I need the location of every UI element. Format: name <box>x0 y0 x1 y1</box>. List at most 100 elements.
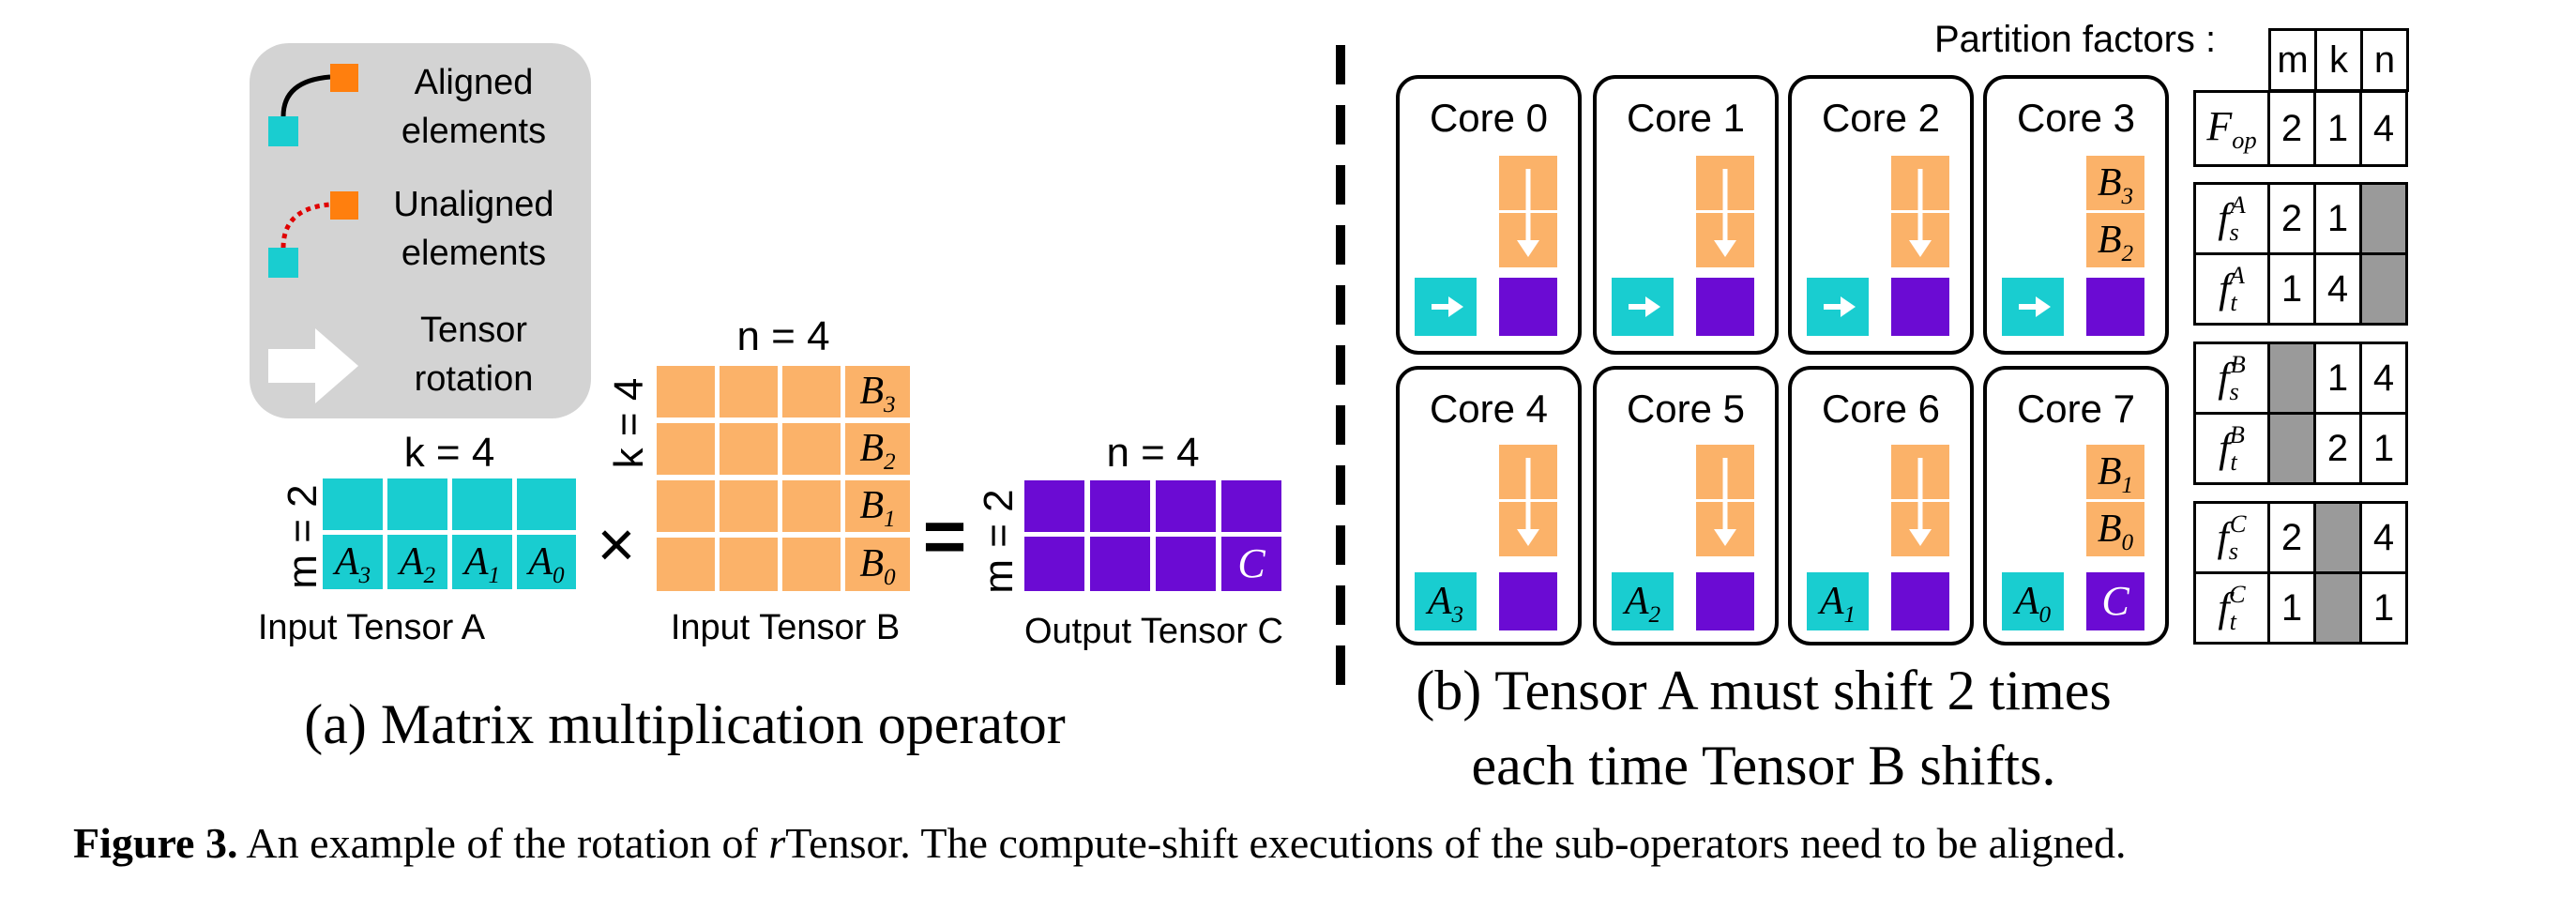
tensor-b-k-label: k = 4 <box>606 377 652 469</box>
fsb-k: 1 <box>2313 342 2362 415</box>
caption-input-tensor-a: Input Tensor A <box>257 608 486 647</box>
tensor-c-n-label: n = 4 <box>1106 430 1200 476</box>
shift-right-arrow-icon <box>1824 296 1856 317</box>
core-title: Core 2 <box>1821 96 1941 140</box>
c-slot <box>1499 278 1557 336</box>
tensor-b-cell <box>657 480 715 532</box>
tensor-c-cell <box>1221 480 1281 532</box>
divider-dash <box>1336 465 1345 505</box>
fop-label: Fop <box>2193 90 2270 167</box>
tensor-a-cell <box>517 478 576 530</box>
panel-a-title: (a) Matrix multiplication operator <box>304 693 1066 755</box>
c-slot <box>1891 572 1949 630</box>
shift-down-arrow-icon <box>1909 169 1932 257</box>
tensor-b-cell-b0: B0 <box>845 538 910 591</box>
legend-rotation-text: Tensor rotation <box>366 306 582 403</box>
tensor-c-cell <box>1024 537 1084 591</box>
legend-aligned-text: Aligned elements <box>366 58 582 156</box>
partition-header-table: m k n <box>2268 28 2409 92</box>
divider-dash <box>1336 105 1345 144</box>
tensor-b-cell <box>782 538 841 591</box>
ftb-label: ftB <box>2193 412 2270 485</box>
fsb-label: fsB <box>2193 342 2270 415</box>
legend-aligned-line1: Aligned <box>414 63 534 102</box>
ftb-k: 2 <box>2313 412 2362 485</box>
shift-right-arrow-icon <box>1629 296 1660 317</box>
figure-caption-label: Figure 3. <box>73 819 238 867</box>
core-6: Core 6 A1 <box>1788 366 1974 645</box>
shift-right-arrow-icon <box>1432 296 1463 317</box>
tensor-c-cell <box>1024 480 1084 532</box>
tensor-b-cell <box>720 538 778 591</box>
tensor-b-grid: B3 B2 B1 B0 <box>657 366 910 591</box>
legend-rotation-line1: Tensor <box>419 311 528 350</box>
fsa-m: 2 <box>2267 182 2316 255</box>
header-k: k <box>2314 28 2363 92</box>
fop-m: 2 <box>2267 90 2316 167</box>
aligned-connector-icon <box>280 74 331 117</box>
tensor-c-grid: C <box>1024 480 1281 591</box>
tensor-a-cell-a3: A3 <box>323 535 383 589</box>
ftc-label: ftC <box>2193 571 2270 645</box>
core7-b0: B0 <box>2086 502 2144 556</box>
core-7: Core 7 B1 B0 A0 C <box>1983 366 2169 645</box>
core-2: Core 2 <box>1788 75 1974 355</box>
core3-b2: B2 <box>2086 213 2144 267</box>
figure-caption-r: r <box>768 819 786 867</box>
tensor-a-cell-a1: A1 <box>452 535 512 589</box>
fsb-m <box>2267 342 2316 415</box>
fop-k: 1 <box>2313 90 2362 167</box>
ftb-n: 1 <box>2359 412 2408 485</box>
figure-caption-text-post: Tensor. The compute-shift executions of … <box>785 819 2127 867</box>
partition-fop-table: Fop 2 1 4 <box>2193 90 2408 167</box>
panel-b-title-line2: each time Tensor B shifts. <box>1471 735 2056 797</box>
divider-dash <box>1336 525 1345 565</box>
legend-unaligned-line1: Unaligned <box>393 185 554 224</box>
caption-output-tensor-c: Output Tensor C <box>1023 612 1283 651</box>
tensor-c-cell <box>1090 480 1150 532</box>
fsa-label: fsA <box>2193 182 2270 255</box>
panel-b-title: (b) Tensor A must shift 2 times each tim… <box>1351 653 2176 803</box>
ftc-n: 1 <box>2359 571 2408 645</box>
aligned-orange-square-icon <box>330 64 358 92</box>
divider-dash <box>1336 225 1345 265</box>
ftc-k <box>2313 571 2362 645</box>
fta-label: ftA <box>2193 252 2270 326</box>
legend-aligned-line2: elements <box>401 112 547 151</box>
core-title: Core 1 <box>1626 96 1746 140</box>
fsb-n: 4 <box>2359 342 2408 415</box>
header-n: n <box>2360 28 2409 92</box>
tensor-b-cell <box>657 423 715 475</box>
core3-b3: B3 <box>2086 156 2144 210</box>
ftb-m <box>2267 412 2316 485</box>
legend-unaligned-text: Unaligned elements <box>366 180 582 278</box>
tensor-a-cell <box>452 478 512 530</box>
divider-dash <box>1336 405 1345 445</box>
partition-fa-table: fsA 2 1 ftA 1 4 <box>2193 182 2408 326</box>
partition-factors-label: Partition factors : <box>1934 19 2217 60</box>
core5-a2: A2 <box>1612 572 1674 630</box>
tensor-b-n-label: n = 4 <box>736 313 830 359</box>
tensor-a-k-label: k = 4 <box>403 430 495 476</box>
legend-rotation-line2: rotation <box>414 359 534 399</box>
tensor-b-cell <box>782 366 841 418</box>
c-slot <box>1696 278 1754 336</box>
core-title: Core 6 <box>1821 387 1941 431</box>
unaligned-orange-square-icon <box>330 191 358 220</box>
tensor-c-m-label: m = 2 <box>976 489 1022 594</box>
divider-dash <box>1336 585 1345 625</box>
legend-unaligned-line2: elements <box>401 234 547 273</box>
header-m: m <box>2268 28 2317 92</box>
caption-input-tensor-b: Input Tensor B <box>670 608 901 647</box>
shift-down-arrow-icon <box>1517 458 1539 546</box>
legend-graphics <box>268 64 358 403</box>
tensor-b-cell <box>657 366 715 418</box>
fsc-k <box>2313 501 2362 574</box>
c-slot <box>1696 572 1754 630</box>
tensor-b-cell <box>782 480 841 532</box>
fsa-n <box>2359 182 2408 255</box>
divider-dash <box>1336 45 1345 84</box>
core-0: Core 0 <box>1396 75 1582 355</box>
shift-down-arrow-icon <box>1517 169 1539 257</box>
tensor-b-cell-b2: B2 <box>845 423 910 475</box>
